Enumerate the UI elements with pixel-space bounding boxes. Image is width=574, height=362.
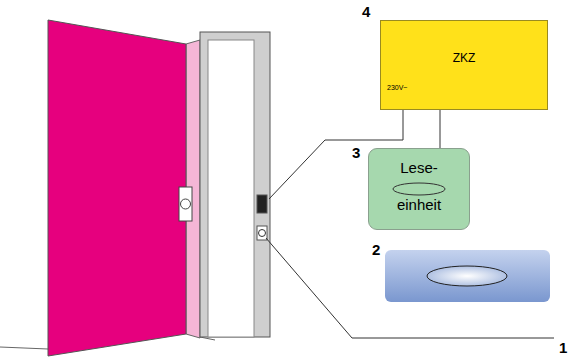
callout-number: 4 (362, 4, 370, 19)
door-frame (200, 32, 270, 337)
leader-line (266, 238, 554, 338)
callout-number: 2 (372, 242, 380, 257)
id-card (385, 250, 550, 302)
frame-reader (257, 195, 267, 240)
connector-line (440, 110, 441, 148)
node-text: 230V~ (387, 83, 541, 92)
node-text: ZKZ (387, 51, 541, 65)
control-unit-box: ZKZ 230V~ (380, 20, 548, 110)
callout-number: 3 (352, 145, 360, 160)
reader-box: Lese- einheit (368, 148, 470, 230)
callout-number: 1 (559, 340, 567, 355)
door-handle (179, 187, 192, 221)
door-leaf (48, 20, 186, 356)
node-text: Lese- einheit (389, 149, 449, 223)
